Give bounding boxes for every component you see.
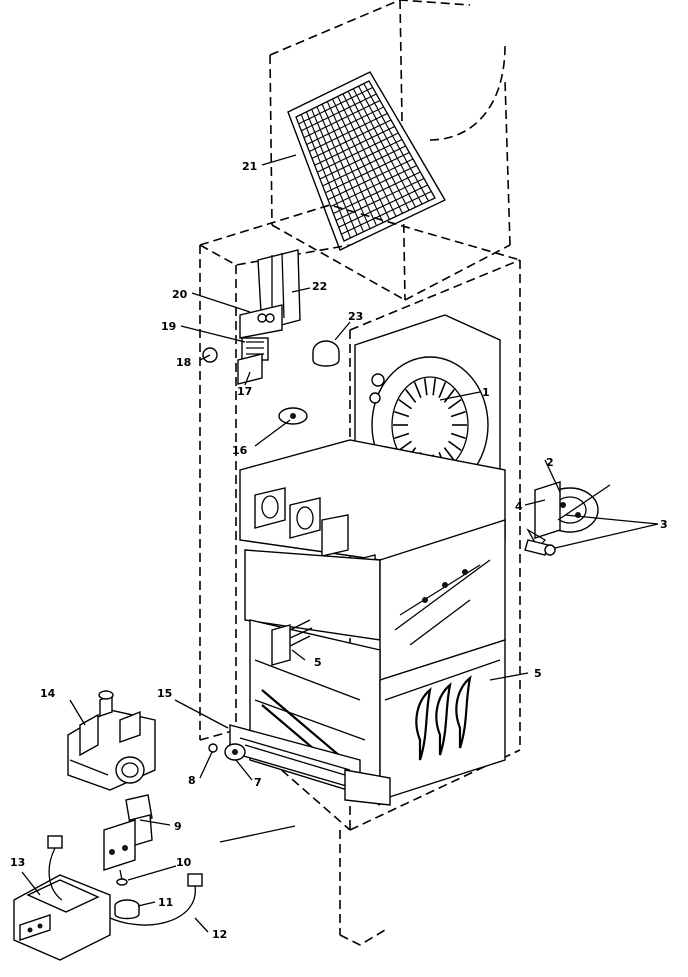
label-17: 17 [237,385,252,398]
blower-vane [443,447,455,462]
blower-vane [423,378,428,396]
filter-mesh-line [322,145,406,187]
blower-vane [448,398,462,410]
label-16: 16 [232,444,248,457]
label-20: 20 [172,288,188,301]
label-7: 7 [254,776,262,789]
filter-mesh-line [311,119,392,159]
ignition-control-part [13,835,203,961]
filter-mesh-line [325,152,410,194]
filter-mesh-line [341,191,432,235]
label-5a: 5 [314,656,322,669]
return-air-plenum-outline [269,0,511,301]
label-10: 10 [176,856,192,869]
label-15: 15 [157,687,172,700]
label-18: 18 [176,356,191,369]
air-filter-part [287,71,446,251]
filter-mesh-line [303,100,381,139]
blower-vane [443,388,455,403]
orifice-part [114,899,140,920]
blower-vane [394,432,410,440]
pilot-assembly-part [103,794,153,886]
filter-mesh-line [298,87,373,125]
blower-vane [398,440,412,452]
filter-mesh-line [309,113,388,152]
filter-mesh-line [330,165,417,208]
label-19: 19 [161,320,176,333]
label-4: 4 [515,500,523,513]
label-13: 13 [10,856,25,869]
label-5b: 5 [534,667,542,680]
label-9: 9 [174,820,182,833]
gas-valve-part [67,690,156,791]
blower-vane [394,410,410,418]
filter-mesh-line [319,139,403,180]
control-bracket-part [202,249,301,385]
limit-switch-16-part [278,407,308,425]
blower-vane [398,398,412,410]
furnace-cabinet-outline [199,204,521,946]
label-11: 11 [158,896,173,909]
filter-mesh-line [327,158,414,201]
leader-lines [21,154,659,933]
label-2: 2 [546,456,554,469]
label-3: 3 [660,518,668,531]
label-22: 22 [312,280,327,293]
label-21: 21 [242,160,257,173]
filter-mesh-line [333,171,421,214]
label-8: 8 [188,774,196,787]
blower-vane [438,381,447,399]
filter-mesh-line [314,126,395,166]
screw-part [208,743,218,753]
blower-vane [450,410,466,418]
filter-mesh-line [306,106,384,146]
blower-vane [450,432,466,440]
filter-mesh-line [338,184,428,228]
heat-exchanger-part [239,439,506,681]
rollout-switch-part [224,743,246,761]
blower-vane [413,381,422,399]
label-14: 14 [40,687,56,700]
filter-mesh-line [335,178,425,221]
capacitor-part [312,340,340,367]
blower-vane [405,388,417,403]
filter-mesh-line [317,132,399,173]
filter-mesh-line [301,93,377,132]
blower-motor-part [524,481,599,556]
burner-manifold-part [229,724,391,806]
label-12: 12 [212,928,227,941]
blower-vane [432,378,437,396]
blower-vane [448,440,462,452]
part-labels: 21 22 20 23 19 18 17 1 16 2 4 3 5 5 14 1… [10,160,668,941]
label-23: 23 [348,310,363,323]
label-1: 1 [482,386,490,399]
burner-section-part [249,619,506,806]
